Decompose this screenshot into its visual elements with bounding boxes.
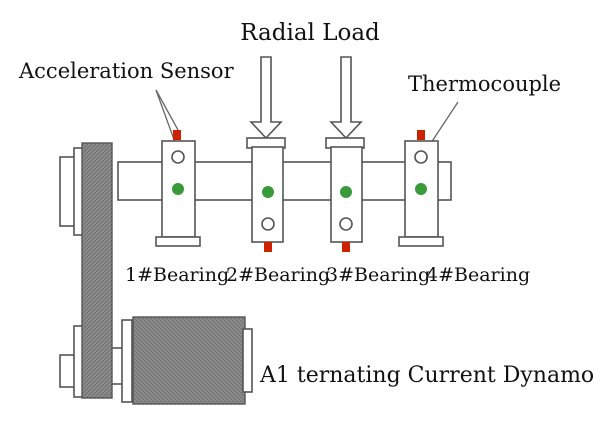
thermocouple-hole-2 [261, 217, 275, 231]
acceleration-sensor-label: Acceleration Sensor [18, 59, 235, 83]
bearing-2-label: 2#Bearing [226, 264, 330, 286]
thermocouple-hole-4 [414, 150, 428, 164]
bearing-center-3 [340, 186, 352, 198]
thermocouple-hole-1 [171, 150, 185, 164]
radial-load-arrow-right [329, 56, 363, 140]
acceleration-sensor-2 [264, 242, 272, 252]
bearing-2 [246, 137, 286, 252]
drive-belt [81, 142, 113, 399]
acceleration-sensor-3 [342, 242, 350, 252]
bearing-3 [325, 137, 365, 252]
bearing-3-label: 3#Bearing [326, 264, 430, 286]
bearing-4-label: 4#Bearing [426, 264, 530, 286]
thermocouple-label: Thermocouple [408, 72, 561, 96]
thermocouple-hole-3 [339, 217, 353, 231]
dynamo-label: A1 ternating Current Dynamo [259, 363, 594, 388]
sensor-pointer-line-1 [155, 89, 177, 146]
radial-load-arrow-left [249, 56, 283, 140]
bearing-center-1 [172, 183, 184, 195]
bearing-4 [398, 130, 444, 247]
dynamo-body [132, 316, 246, 405]
sensor-pointer-line-2 [155, 89, 179, 131]
bearing-1 [155, 130, 201, 247]
bearing-center-2 [262, 186, 274, 198]
acceleration-sensor-4 [417, 130, 425, 140]
dynamo-shaft-collar [121, 319, 133, 403]
bearing-1-label: 1#Bearing [125, 264, 229, 286]
radial-load-label: Radial Load [240, 20, 380, 46]
dynamo-end-plate [242, 328, 253, 393]
bearing-center-4 [415, 183, 427, 195]
acceleration-sensor-1 [173, 130, 181, 140]
